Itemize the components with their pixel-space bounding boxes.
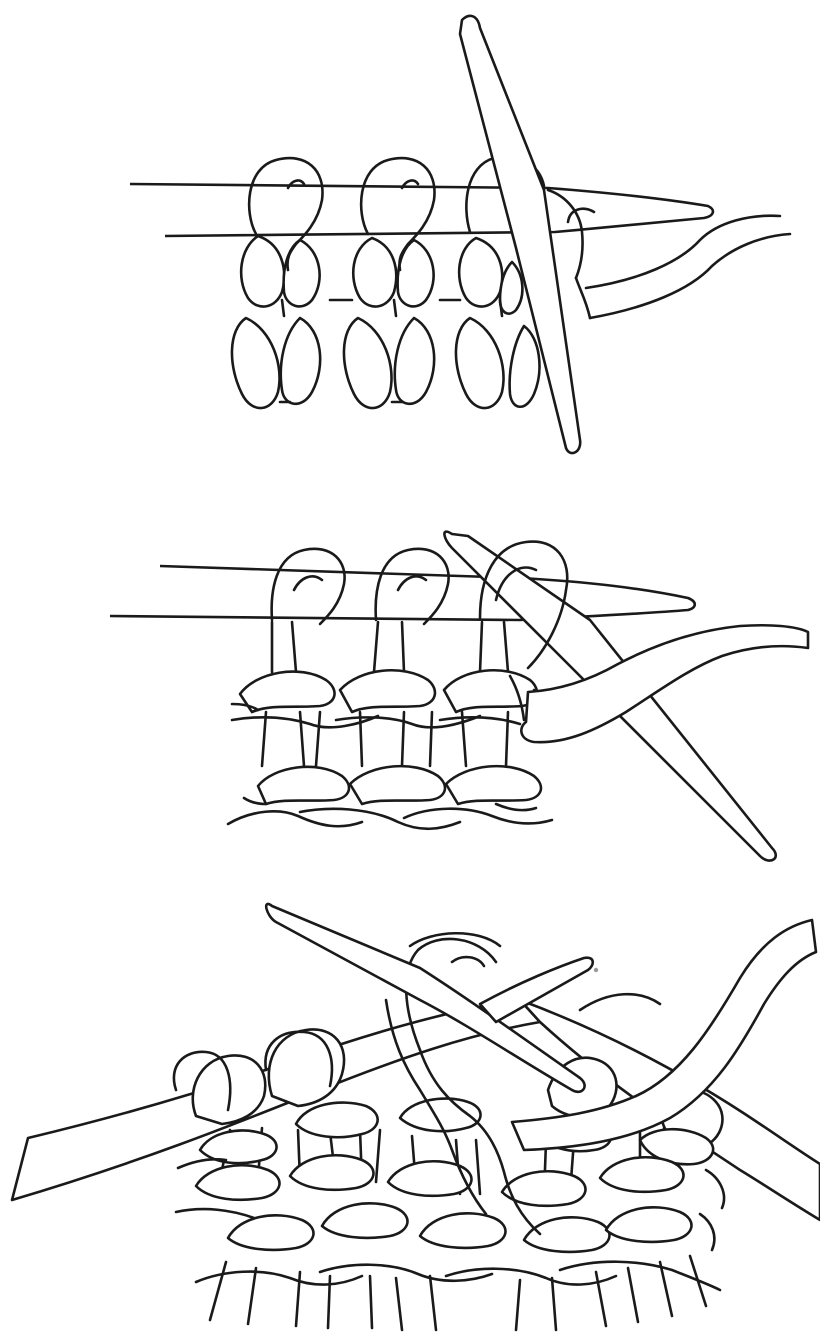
fabric-bumps: [228, 670, 552, 829]
ink-speck: [594, 968, 598, 972]
left-needle: [110, 566, 695, 620]
figure-knit-stitch: [110, 532, 808, 861]
figure-purl-stitch: [130, 16, 790, 453]
fabric-rows: [232, 236, 539, 408]
figure-knit-in-the-round: [12, 904, 820, 1330]
